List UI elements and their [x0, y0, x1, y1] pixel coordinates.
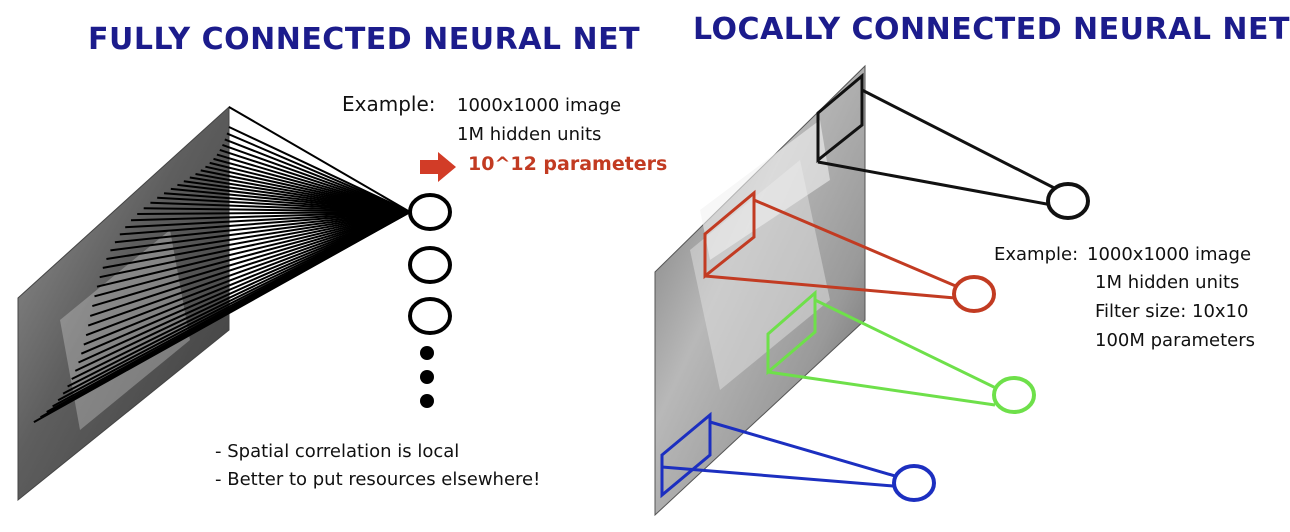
connection-line [226, 132, 411, 213]
note-spatial-correlation: - Spatial correlation is local [215, 441, 460, 462]
connection-line [78, 211, 411, 364]
connection-line [228, 106, 411, 213]
connection-line [33, 211, 411, 423]
hidden-unit-1 [408, 193, 452, 231]
local-unit-red [952, 275, 996, 313]
left-parameter-count: 10^12 parameters [468, 153, 668, 175]
connection-line [83, 211, 411, 346]
connection-line [137, 211, 411, 215]
connection-line [106, 211, 411, 260]
red-arrow-icon [420, 152, 456, 182]
connection-line [228, 126, 411, 213]
connection-line [89, 211, 411, 317]
right-image-hair [700, 120, 830, 260]
ellipsis-dot-3 [420, 394, 434, 408]
connection-line [102, 211, 411, 269]
connection-line [92, 211, 411, 308]
ellipsis-dot-2 [420, 370, 434, 384]
connection-line [80, 211, 411, 355]
right-example-label: Example: [994, 244, 1079, 265]
local-unit-black [1046, 182, 1090, 220]
connection-line [125, 211, 411, 229]
connection-line [110, 211, 411, 252]
connection-line [85, 211, 411, 337]
hidden-unit-3 [408, 297, 452, 335]
fully-connected-lines [33, 106, 411, 423]
connection-line [119, 211, 411, 236]
filter-blue [660, 411, 712, 499]
local-unit-green [992, 376, 1036, 414]
filter-black [816, 72, 864, 164]
filter-green [766, 289, 817, 376]
hidden-unit-2 [408, 246, 452, 284]
fully-connected-title: FULLY CONNECTED NEURAL NET [88, 22, 641, 57]
right-example-parameters: 100M parameters [1095, 330, 1256, 351]
ellipsis-dot-1 [420, 346, 434, 360]
left-example-label: Example: [342, 92, 436, 116]
right-example-image-size: 1000x1000 image [1087, 244, 1252, 265]
connection-line [96, 211, 411, 288]
connection-line [94, 211, 411, 298]
connection-line [99, 211, 411, 279]
locally-connected-title: LOCALLY CONNECTED NEURAL NET [693, 12, 1290, 47]
right-example-filter-size: Filter size: 10x10 [1095, 301, 1249, 322]
note-resources-elsewhere: - Better to put resources elsewhere! [215, 469, 541, 490]
filter-red [703, 189, 756, 280]
connection-line [130, 211, 411, 222]
connection-line [114, 211, 411, 244]
left-example-hidden-units: 1M hidden units [457, 124, 602, 145]
local-unit-blue [892, 464, 936, 502]
left-example-image-size: 1000x1000 image [457, 95, 622, 116]
right-example-hidden-units: 1M hidden units [1095, 272, 1240, 293]
connection-line [87, 211, 411, 327]
